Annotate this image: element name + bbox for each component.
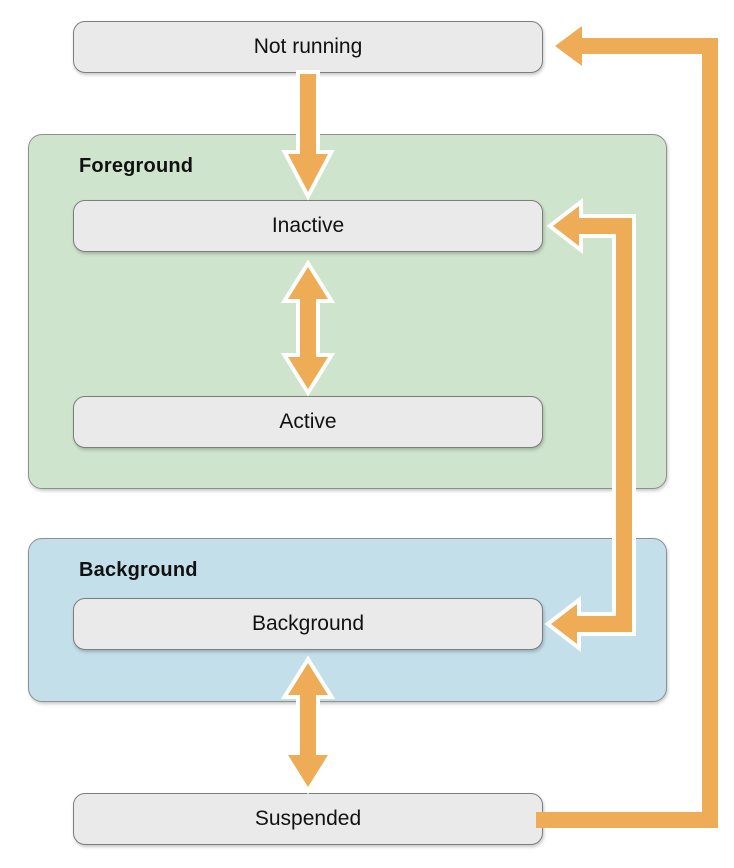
state-not-running: Not running (73, 21, 543, 73)
background-group-label: Background (79, 559, 198, 581)
state-inactive: Inactive (73, 200, 543, 252)
state-background: Background (73, 598, 543, 650)
state-active: Active (73, 396, 543, 448)
state-suspended: Suspended (73, 793, 543, 845)
foreground-group-label: Foreground (79, 155, 194, 177)
